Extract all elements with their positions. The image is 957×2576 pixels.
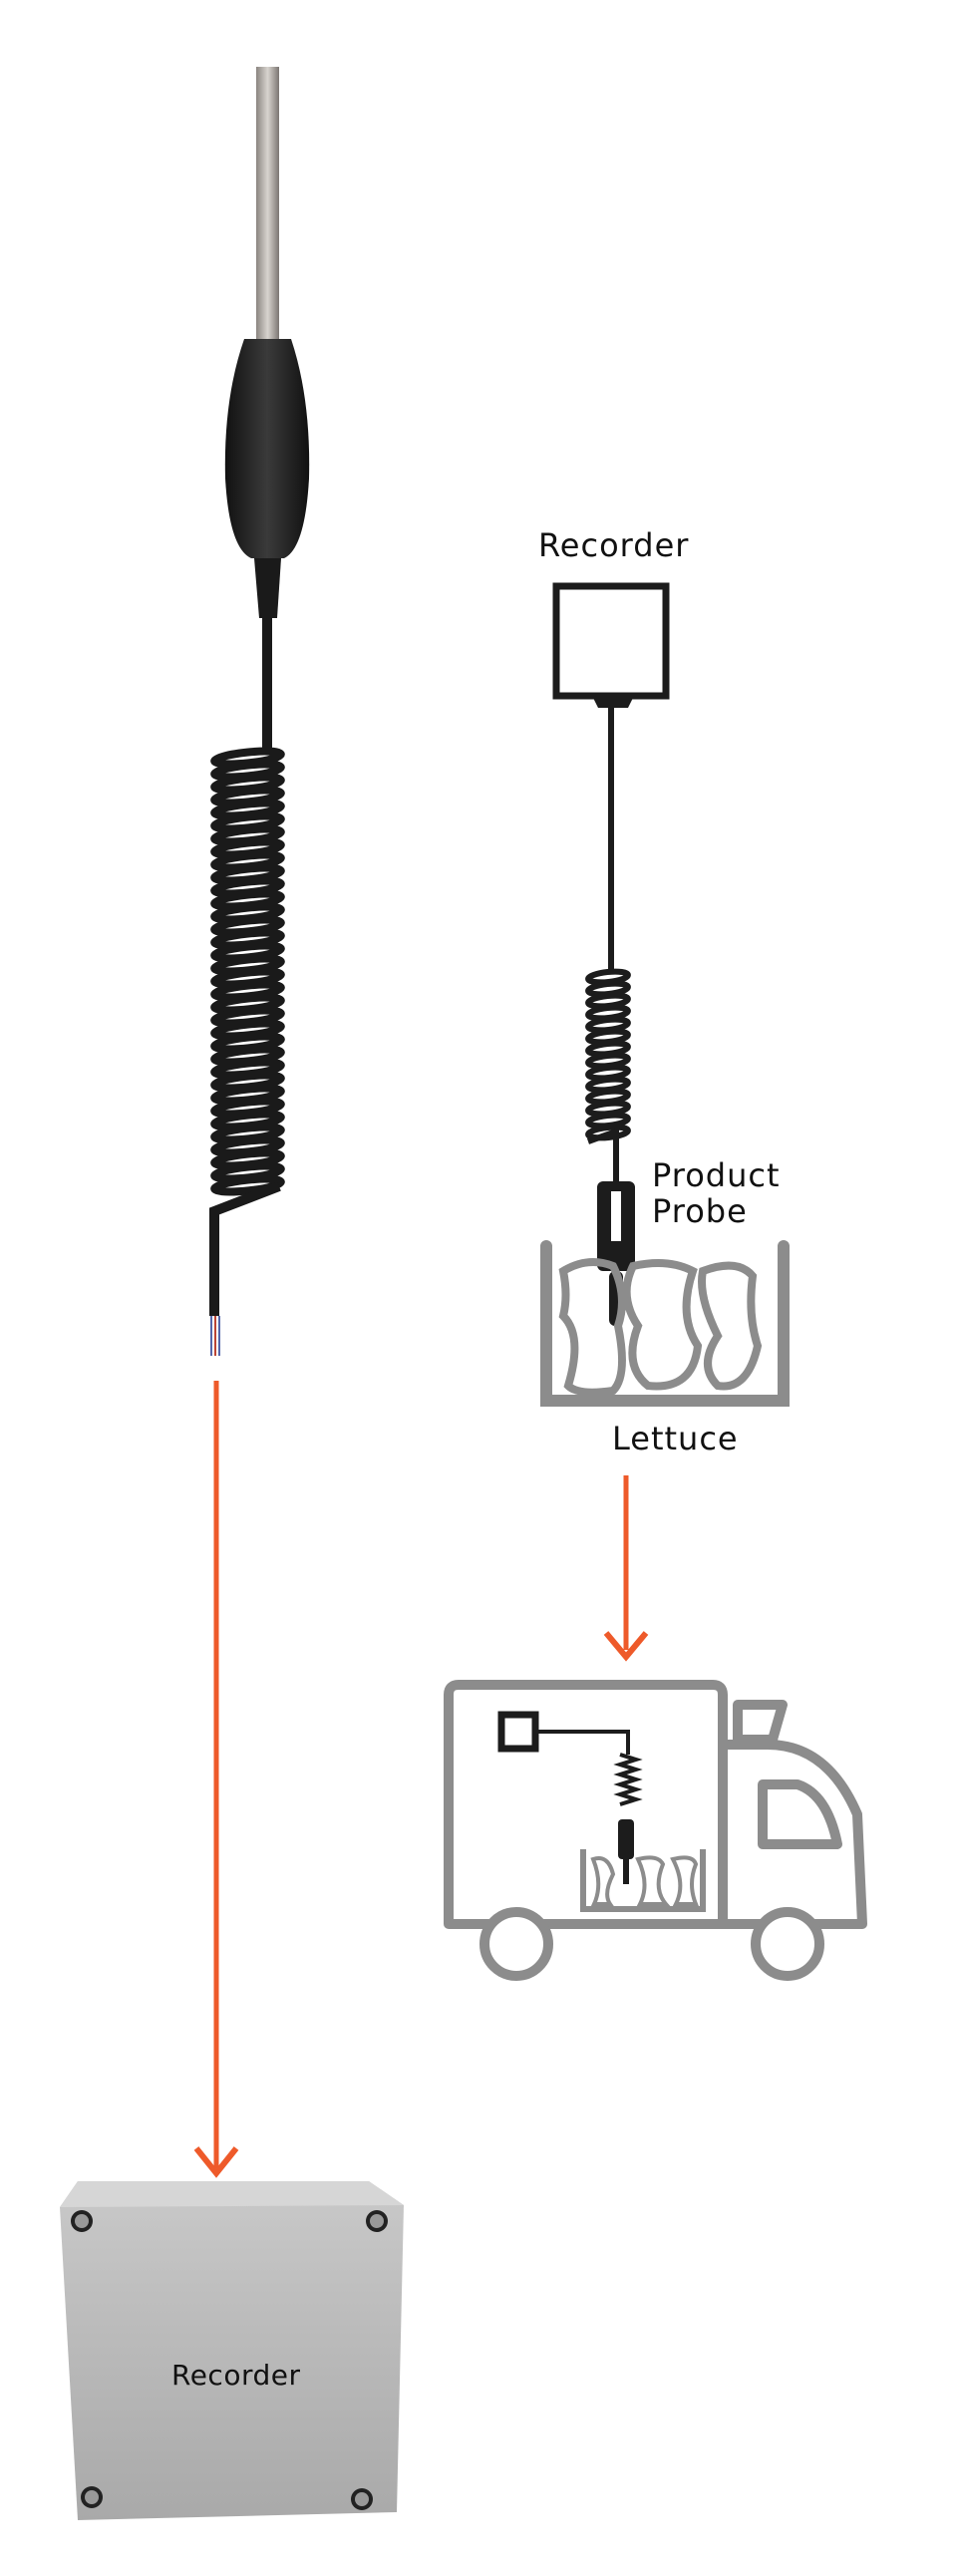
recorder-box-label: Recorder [171, 2359, 301, 2392]
arrow-to-recorder [193, 1381, 239, 2178]
coil-loop [585, 1124, 631, 1141]
screw-icon [71, 2210, 93, 2232]
screw-icon [81, 2486, 103, 2508]
temperature-probe-photo [209, 67, 310, 1356]
recorder-enclosure [60, 2181, 404, 2520]
coiled-cable-schematic [585, 968, 631, 1141]
lettuce-label: Lettuce [612, 1420, 739, 1457]
recorder-schematic [552, 582, 670, 1326]
screw-icon [366, 2210, 388, 2232]
arrow-to-truck [603, 1475, 649, 1662]
coiled-cable [210, 747, 285, 1196]
refrigerated-truck-icon [444, 1680, 867, 1981]
lettuce-bin [540, 1240, 790, 1407]
truck-wheel [479, 1907, 553, 1981]
recorder-schematic-label: Recorder [538, 526, 690, 564]
coil-loop [210, 1174, 285, 1196]
screw-icon [351, 2488, 373, 2510]
product-probe-label-line1: Product [652, 1156, 781, 1194]
truck-wheel [751, 1907, 824, 1981]
product-probe-label-line2: Probe [652, 1192, 748, 1230]
